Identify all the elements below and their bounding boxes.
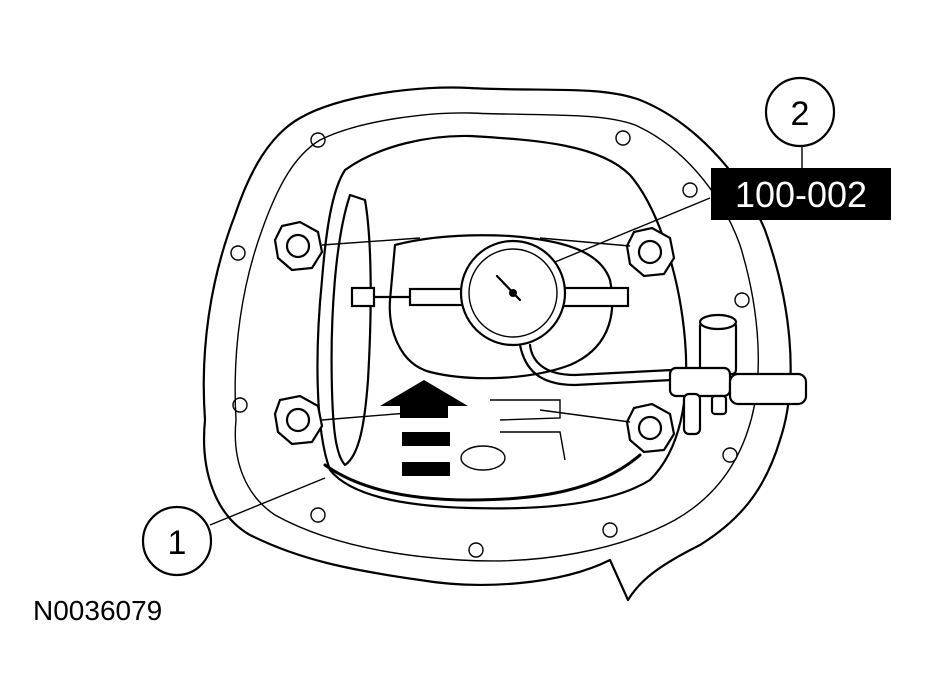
figure-id: N0036079 <box>33 595 162 626</box>
callout-number-1: 1 <box>168 524 187 562</box>
housing-inner-flange <box>234 112 759 562</box>
direction-arrow <box>380 380 468 476</box>
gasket-bead <box>323 453 642 502</box>
carrier-bars <box>321 237 631 423</box>
dial-indicator <box>350 239 674 387</box>
housing-cavity <box>316 134 688 510</box>
bearing-cap-left <box>273 220 324 446</box>
leader-line-1 <box>209 477 326 526</box>
tool-label-box <box>711 168 891 220</box>
housing-outline <box>202 86 792 602</box>
tool-label-text: 100-002 <box>735 174 867 215</box>
ring-gear <box>330 193 372 467</box>
callout-circle-2 <box>764 76 836 148</box>
drain-plug <box>460 445 506 471</box>
callout-circle-1 <box>141 505 213 577</box>
differential-case <box>388 234 614 380</box>
bolt-holes <box>230 130 750 558</box>
indicator-stem <box>518 343 674 387</box>
bearing-cap-right <box>625 226 676 454</box>
pinion-detail <box>490 399 566 461</box>
callout-number-2: 2 <box>791 95 810 133</box>
indicator-clamp <box>668 313 808 436</box>
leader-line-2b <box>554 197 711 263</box>
